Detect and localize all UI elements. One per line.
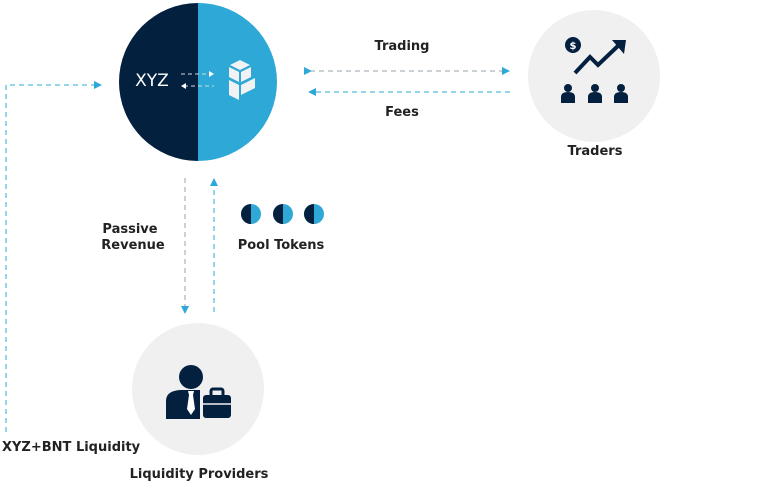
fees-label: Fees (385, 105, 419, 120)
bancor-logo-icon (229, 60, 255, 100)
traders-icon: $ (561, 37, 628, 103)
swap-arrows-icon (181, 71, 214, 89)
pool-tokens-label: Pool Tokens (237, 238, 325, 253)
pool-tokens-icons (241, 204, 324, 224)
liquidity-label: XYZ+BNT Liquidity (2, 440, 141, 455)
xyz-label: XYZ (135, 71, 169, 91)
traders-label: Traders (567, 144, 623, 159)
pool-token-icon (304, 204, 324, 224)
revenue-label: Revenue (101, 238, 165, 253)
pool-token-icon (241, 204, 261, 224)
liquidity-arrow (5, 81, 102, 432)
trading-label: Trading (374, 39, 430, 54)
svg-text:$: $ (570, 41, 577, 52)
traders-circle (528, 10, 660, 142)
providers-circle (132, 323, 264, 455)
pool-token-icon (273, 204, 293, 224)
liquidity-provider-icon (166, 365, 231, 419)
providers-label: Liquidity Providers (129, 467, 269, 482)
passive-label: Passive (102, 222, 158, 237)
